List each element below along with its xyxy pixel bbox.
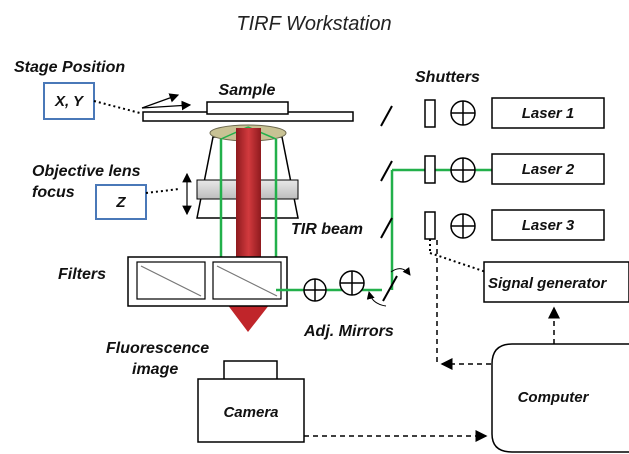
diagram-title: TIRF Workstation: [236, 13, 391, 35]
z-label: Z: [115, 194, 126, 211]
shutter-1: [424, 99, 436, 128]
laser1-lens: [450, 100, 476, 126]
laser1-box: [491, 97, 605, 129]
laser3-lens: [450, 213, 476, 239]
sample-label: Sample: [219, 82, 276, 99]
mirror-adjust-arrow-bottom: [366, 291, 387, 307]
laser3-label: Laser 3: [522, 217, 575, 234]
signal-generator-label: Signal generator: [488, 275, 608, 292]
beam-lens-1: [303, 278, 327, 302]
tir-beam-label: TIR beam: [291, 221, 363, 238]
filters-label: Filters: [58, 266, 106, 283]
mirror-laser3: [380, 217, 393, 239]
xy-label: X, Y: [54, 93, 85, 110]
computer-label: Computer: [518, 389, 590, 406]
z-control-box: [95, 184, 147, 220]
z-dotted-link: [145, 188, 180, 194]
mirror-laser1: [380, 105, 393, 127]
shutter-2: [424, 155, 436, 184]
mirror-adjust-arrow-top: [390, 266, 411, 276]
shutter-3: [424, 211, 436, 240]
shutters-label: Shutters: [415, 69, 480, 86]
filter-left-dichroic: [140, 265, 202, 297]
camera-label: Camera: [223, 404, 278, 421]
filter-right-dichroic: [216, 265, 278, 297]
sample-holder: [206, 101, 289, 115]
xy-dotted-link: [93, 100, 141, 114]
laser2-lens: [450, 157, 476, 183]
xy-control-box: [43, 82, 95, 120]
signal-generator-box: [483, 261, 629, 303]
laser2-label: Laser 2: [522, 161, 575, 178]
computer-box: [491, 343, 629, 453]
fluorescence-beam-arrowhead: [224, 300, 273, 332]
camera-mount: [223, 360, 278, 381]
laser2-box: [491, 153, 605, 185]
adjustable-mirror: [382, 275, 398, 302]
adj-mirrors-label: Adj. Mirrors: [303, 323, 394, 340]
stage-arrow-right: [141, 100, 192, 111]
stage-arrow-up: [141, 93, 180, 109]
beam-lens-2: [339, 270, 365, 296]
objective-label-line2: focus: [32, 184, 75, 201]
shutter-to-signal-dotted-diag: [429, 252, 487, 273]
laser3-box: [491, 209, 605, 241]
fluorescence-label-line1: Fluorescence: [106, 340, 209, 357]
objective-label-line1: Objective lens: [32, 163, 141, 180]
laser1-label: Laser 1: [522, 105, 575, 122]
mirror-laser2: [380, 160, 393, 182]
stage-position-label: Stage Position: [14, 59, 125, 76]
camera-body: [197, 378, 305, 443]
fluorescence-label-line2: image: [132, 361, 178, 378]
